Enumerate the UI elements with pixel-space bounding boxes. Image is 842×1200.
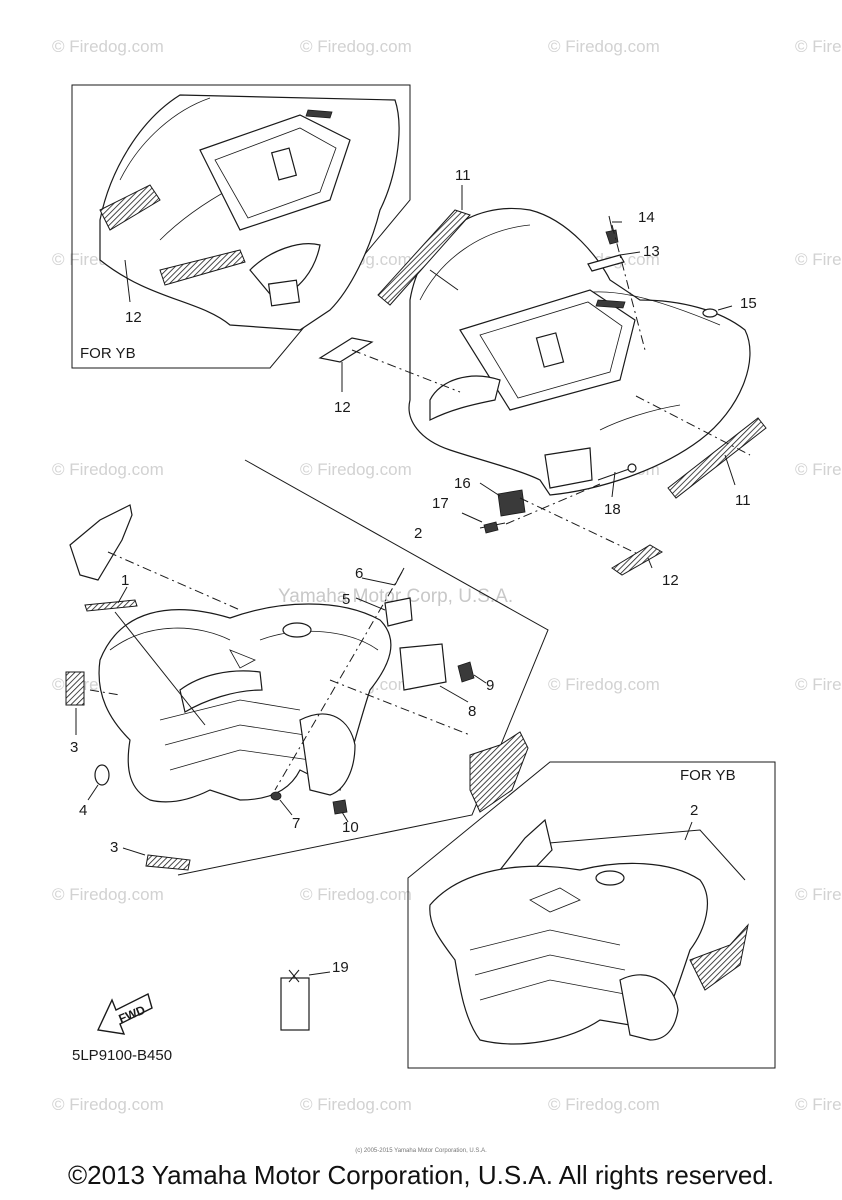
watermark: © Firedog.com [548, 37, 660, 56]
variant-label-yb: FOR YB [680, 767, 736, 784]
nut-10 [332, 799, 348, 815]
callout-1: 1 [121, 572, 129, 589]
watermark: © Firedog.com [795, 250, 842, 269]
callout-2: 2 [414, 525, 422, 542]
watermark: © Firedog.com [548, 1095, 660, 1114]
watermark: © Firedog.com [300, 460, 412, 479]
watermark: © Firedog.com [795, 460, 842, 479]
callout-3: 3 [70, 739, 78, 756]
watermark: © Firedog.com [795, 885, 842, 904]
callout-2: 2 [690, 802, 698, 819]
rear-fender-drawing [408, 208, 751, 496]
fwd-label: FWD [117, 1003, 148, 1026]
callout-10: 10 [342, 819, 359, 836]
diagram-code: 5LP9100-B450 [72, 1047, 172, 1064]
assembly-line [505, 483, 601, 525]
fwd-arrow-icon: FWD [96, 992, 153, 1035]
callout-11: 11 [735, 492, 751, 509]
decal-11-left [377, 209, 471, 306]
decal-right-front [469, 731, 529, 813]
watermark: © Firedog.com [795, 675, 842, 694]
watermark: © Firedog.com [52, 1095, 164, 1114]
decal-3-left [65, 671, 85, 706]
decal-1 [84, 599, 138, 612]
callout-8: 8 [468, 703, 476, 720]
hardware-upper [479, 215, 718, 534]
callout-9: 9 [486, 677, 494, 694]
callout-15: 15 [740, 295, 757, 312]
callout-12: 12 [125, 309, 142, 326]
screw-9 [457, 661, 475, 683]
watermark: © Firedog.com [548, 675, 660, 694]
callout-6: 6 [355, 565, 363, 582]
callout-4: 4 [79, 802, 87, 819]
assembly-line [89, 689, 121, 696]
watermark: © Firedog.com [300, 37, 412, 56]
callout-14: 14 [638, 209, 655, 226]
callout-19: 19 [332, 959, 349, 976]
callout-3: 3 [110, 839, 118, 856]
rear-fender-yb-drawing [99, 94, 400, 331]
inset-top-left: 12 FOR YB [71, 84, 411, 369]
leader-lines-upper [341, 185, 736, 569]
decal-11-right [667, 417, 767, 499]
tiny-credit: (c) 2005-2015 Yamaha Motor Corporation, … [355, 1148, 487, 1154]
watermark: © Firedog.com [300, 1095, 412, 1114]
decal-3-lower [145, 854, 191, 871]
decal-12-upper [318, 337, 374, 363]
group-bracket-2 [177, 459, 549, 876]
callout-13: 13 [643, 243, 660, 260]
plate-8 [399, 643, 447, 691]
assembly-line [611, 224, 646, 351]
leader-lines-front [75, 577, 487, 856]
callout-12: 12 [662, 572, 679, 589]
decal-2 [69, 504, 133, 581]
emblem-4 [94, 764, 110, 786]
watermark-yamaha: Yamaha Motor Corp, U.S.A. [278, 586, 513, 607]
decal-12-lower [611, 544, 663, 576]
variant-label-yb: FOR YB [80, 345, 136, 362]
watermark: © Firedog.com [52, 37, 164, 56]
callout-11: 11 [455, 167, 471, 184]
copyright-notice: ©2013 Yamaha Motor Corporation, U.S.A. A… [67, 1160, 775, 1190]
watermark: © Firedog.com [52, 460, 164, 479]
watermark: © Firedog.com [795, 1095, 842, 1114]
watermark: © Firedog.com [52, 885, 164, 904]
label-19: 19 [280, 959, 349, 1031]
nut-7 [270, 791, 282, 801]
front-fender-drawing [98, 603, 392, 803]
assembly-line [635, 395, 751, 456]
watermark: © Firedog.com [795, 37, 842, 56]
callout-17: 17 [432, 495, 449, 512]
assembly-line [107, 551, 241, 611]
assembly-line [351, 349, 461, 393]
callout-12: 12 [334, 399, 351, 416]
inset-bottom-right: FOR YB 2 [407, 761, 776, 1069]
assembly-line [519, 497, 641, 556]
assembly-line [329, 679, 471, 736]
callout-16: 16 [454, 475, 471, 492]
watermark: © Firedog.com [300, 885, 412, 904]
callout-5: 5 [342, 591, 350, 608]
plate-5 [384, 597, 413, 627]
callout-7: 7 [292, 815, 300, 832]
callout-18: 18 [604, 501, 621, 518]
